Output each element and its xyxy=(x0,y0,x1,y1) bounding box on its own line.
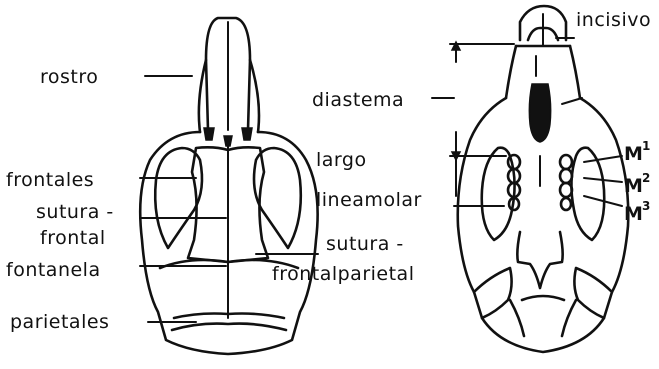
label-rostro: rostro xyxy=(40,66,98,88)
label-m3-sup: 3 xyxy=(642,199,650,213)
dorsal-occipital xyxy=(172,324,286,330)
dorsal-premaxilla-left xyxy=(199,60,206,132)
label-diastema: diastema xyxy=(312,89,404,111)
label-lineamolar: lineamolar xyxy=(316,189,422,211)
label-sutura-fp-1: sutura - xyxy=(326,233,404,255)
dorsal-notch-center xyxy=(224,136,232,146)
label-incisivo: incisivo xyxy=(576,9,651,31)
label-m1-sup: 1 xyxy=(642,139,650,153)
leader-m1 xyxy=(584,156,622,162)
label-fontanela: fontanela xyxy=(6,259,101,281)
label-frontales: frontales xyxy=(6,169,94,191)
ventral-diastema-mark xyxy=(562,98,582,104)
dorsal-notch-left xyxy=(204,128,214,140)
label-m3: M xyxy=(624,203,643,225)
ventral-occipital xyxy=(510,296,576,336)
ventral-palatal-foramen xyxy=(529,84,550,142)
label-sutura-frontal-1: sutura - xyxy=(36,201,114,223)
dorsal-premaxilla-right xyxy=(250,60,259,132)
center-labels: largo lineamolar sutura - frontalparieta… xyxy=(256,149,422,285)
dorsal-leader-lines xyxy=(140,76,226,322)
label-sutura-frontal-2: frontal xyxy=(40,227,106,249)
ventral-basicranium xyxy=(517,232,562,288)
measure-molar-arrow xyxy=(452,152,460,160)
dorsal-skull xyxy=(140,18,317,354)
label-m1: M xyxy=(624,143,643,165)
label-sutura-fp-2: frontalparietal xyxy=(272,263,414,285)
label-m2: M xyxy=(624,175,643,197)
label-m2-sup: 2 xyxy=(642,171,650,185)
dorsal-notch-right xyxy=(242,128,252,140)
ventral-molars-right xyxy=(560,155,572,210)
dorsal-labels: rostro frontales sutura - frontal fontan… xyxy=(6,66,114,333)
label-parietales: parietales xyxy=(10,311,109,333)
label-largo: largo xyxy=(316,149,367,171)
